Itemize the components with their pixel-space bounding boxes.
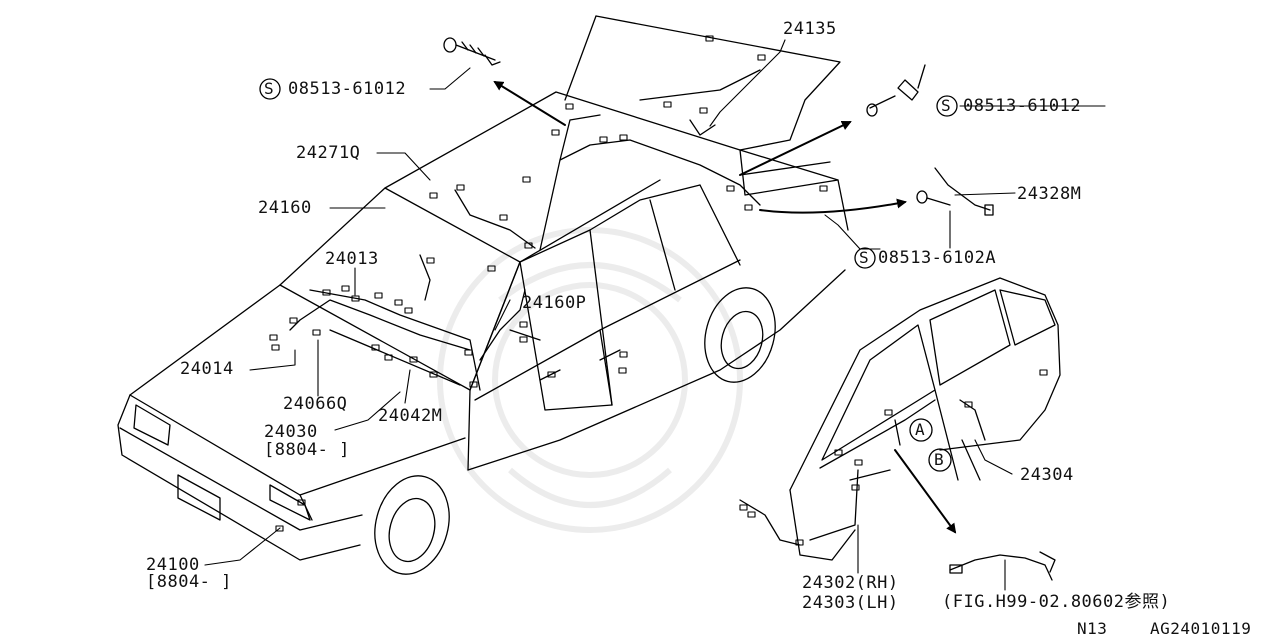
s-mark-1: S xyxy=(264,79,275,98)
watermark-emblem xyxy=(437,227,743,533)
s-mark-circle-3 xyxy=(854,247,876,269)
part-label-24030: 24030 xyxy=(264,422,318,442)
part-label-24302-rh: 24302(RH) xyxy=(802,573,899,593)
part-label-24271q: 24271Q xyxy=(296,143,361,163)
part-label-24013: 24013 xyxy=(325,249,379,269)
bolt-left-icon xyxy=(443,37,501,66)
part-label-08513-61012-left: 08513-61012 xyxy=(288,79,407,99)
fig-ref-harness-icon xyxy=(949,551,1056,581)
model-code: N13 xyxy=(1077,619,1108,638)
part-label-24042m: 24042M xyxy=(378,406,443,426)
wagon-harness-lines xyxy=(739,399,986,546)
bolt-right-icon xyxy=(866,64,926,117)
part-label-08513-6102a: 08513-6102A xyxy=(878,248,997,268)
part-label-24328m: 24328M xyxy=(1017,184,1082,204)
ref-b-label: B xyxy=(934,450,945,469)
part-label-24304: 24304 xyxy=(1020,465,1074,485)
part-label-24066q: 24066Q xyxy=(283,394,348,414)
s-mark-3: S xyxy=(859,248,870,267)
direction-arrows xyxy=(493,80,957,534)
part-label-24135: 24135 xyxy=(783,19,837,39)
s-mark-circle-2 xyxy=(936,95,958,117)
diagram-code: AG24010119 xyxy=(1150,619,1252,638)
part-label-24100: 24100 xyxy=(146,555,200,575)
ref-a-label: A xyxy=(915,420,926,439)
part-label-24030-note: [8804- ] xyxy=(264,440,350,460)
part-label-24014: 24014 xyxy=(180,359,234,379)
s-mark-circle-1 xyxy=(259,78,281,100)
part-label-24100-note: [8804- ] xyxy=(146,572,232,592)
sedan-harness-lines xyxy=(289,69,761,381)
wagon-door-outline xyxy=(789,277,1061,561)
sedan-body-outline xyxy=(117,15,849,575)
part-label-08513-61012-right: 08513-61012 xyxy=(963,96,1082,116)
bolt-24328m-icon xyxy=(916,167,994,216)
leader-lines xyxy=(204,39,1106,591)
part-label-24160p: 24160P xyxy=(522,293,587,313)
part-label-24160: 24160 xyxy=(258,198,312,218)
s-mark-2: S xyxy=(941,96,952,115)
ref-b-circle xyxy=(928,448,952,472)
ref-a-circle xyxy=(909,418,933,442)
figure-reference-note: (FIG.H99-02.80602参照) xyxy=(942,592,1171,612)
harness-connectors xyxy=(269,35,1048,546)
part-label-24303-lh: 24303(LH) xyxy=(802,593,899,613)
